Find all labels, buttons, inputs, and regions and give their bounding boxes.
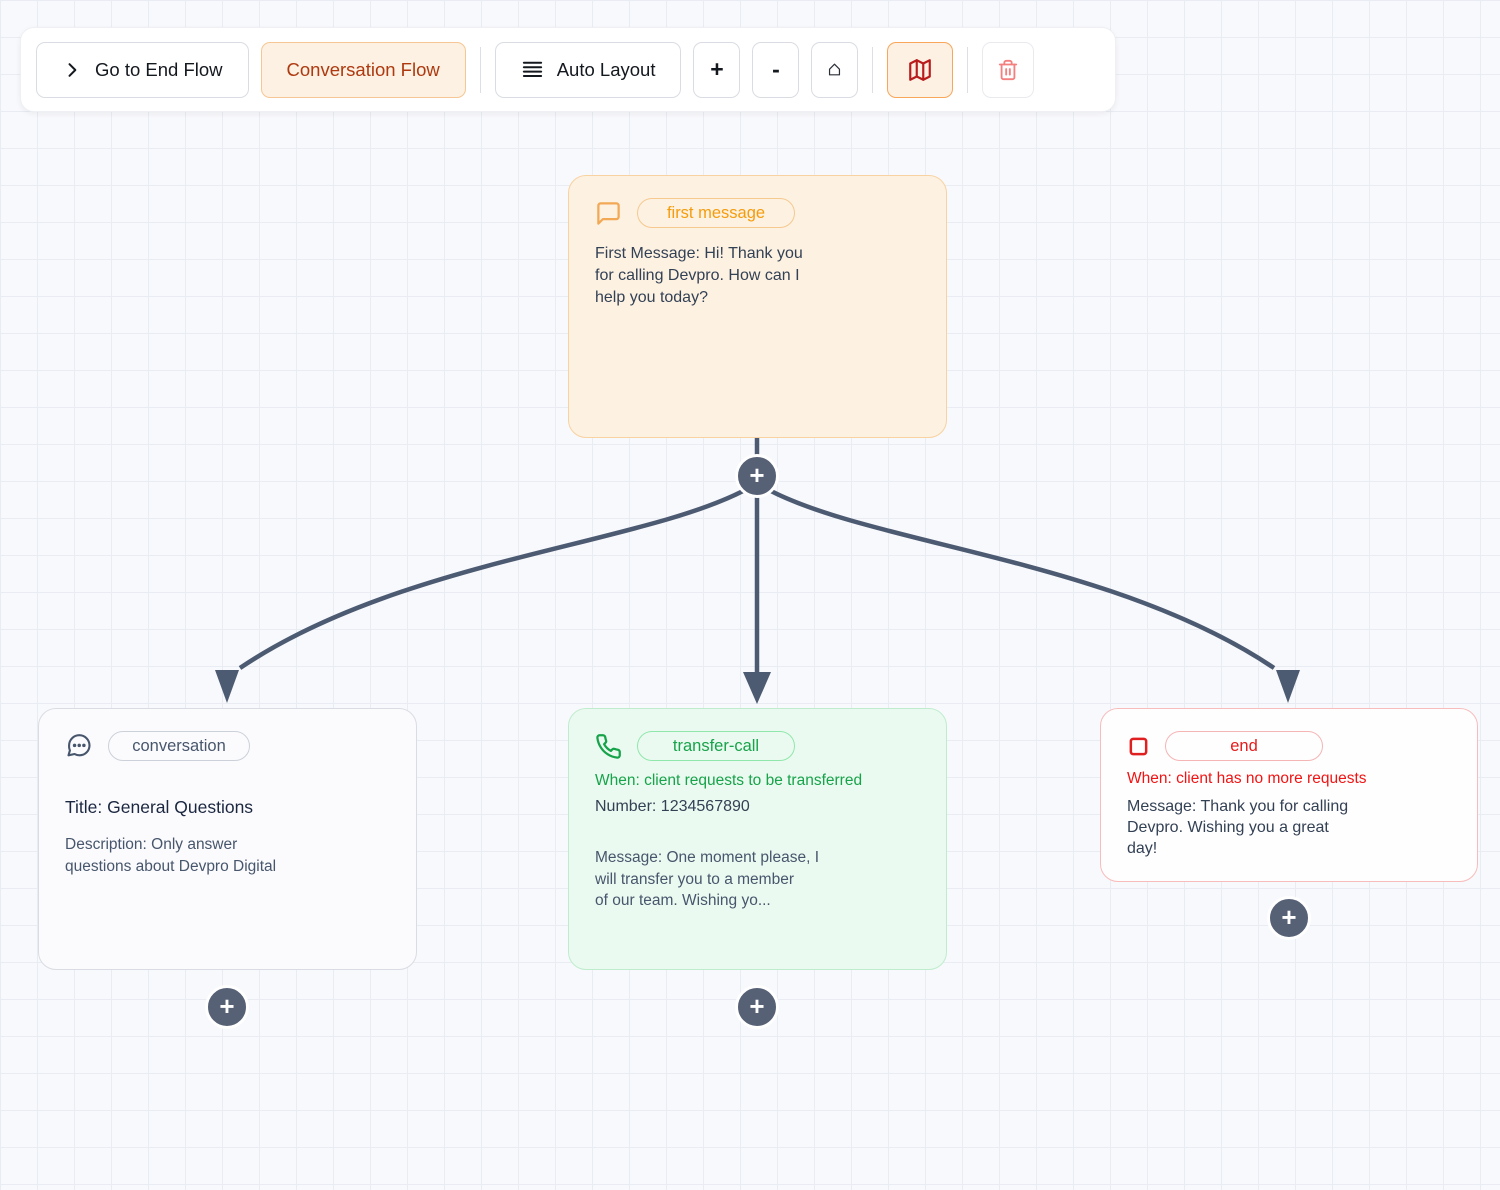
add-node-button[interactable]: + <box>735 454 779 498</box>
node-when-text: When: client has no more requests <box>1127 770 1367 787</box>
zoom-out-label: - <box>772 56 780 82</box>
node-type-badge: transfer-call <box>637 731 795 761</box>
node-transfer-call[interactable]: transfer-call When: client requests to b… <box>568 708 947 970</box>
toolbar-divider <box>872 46 874 93</box>
add-node-button[interactable]: + <box>735 985 779 1029</box>
add-node-button[interactable]: + <box>1267 896 1311 940</box>
menu-lines-icon <box>521 58 544 81</box>
node-number-text: Number: 1234567890 <box>595 798 750 815</box>
zoom-in-label: + <box>710 56 724 82</box>
node-header: transfer-call <box>595 731 920 761</box>
node-body-text: First Message: Hi! Thank you for calling… <box>595 245 803 306</box>
node-type-badge: end <box>1165 731 1323 761</box>
minimap-toggle-button[interactable] <box>887 41 954 98</box>
message-circle-dots-icon <box>65 732 93 760</box>
node-header: conversation <box>65 731 390 761</box>
message-square-icon <box>595 200 622 227</box>
auto-layout-button[interactable]: Auto Layout <box>494 41 682 98</box>
zoom-out-button[interactable]: - <box>752 41 800 98</box>
zoom-in-button[interactable]: + <box>693 41 741 98</box>
stop-square-icon <box>1127 735 1150 758</box>
add-node-label: + <box>749 990 765 1021</box>
node-message-text: Message: Thank you for calling Devpro. W… <box>1127 798 1349 858</box>
node-description: Description: Only answer questions about… <box>65 836 277 875</box>
add-node-label: + <box>219 990 235 1021</box>
node-conversation[interactable]: conversation Title: General Questions De… <box>38 708 417 970</box>
toolbar-divider <box>967 46 969 93</box>
node-first-message[interactable]: first message First Message: Hi! Thank y… <box>568 175 947 438</box>
node-title: Title: General Questions <box>65 797 254 817</box>
toolbar-divider <box>479 46 481 93</box>
conversation-flow-label: Conversation Flow <box>286 58 440 80</box>
phone-icon <box>595 733 622 760</box>
go-to-end-flow-button[interactable]: Go to End Flow <box>36 41 249 98</box>
node-end[interactable]: end When: client has no more requests Me… <box>1100 708 1478 882</box>
trash-icon <box>997 59 1019 81</box>
home-outline-icon <box>826 61 843 78</box>
delete-button[interactable] <box>982 41 1035 98</box>
fit-view-button[interactable] <box>811 41 859 98</box>
toolbar: Go to End Flow Conversation Flow Auto La… <box>20 27 1116 112</box>
chevron-right-icon <box>62 60 82 80</box>
node-header: first message <box>595 198 920 228</box>
go-to-end-flow-label: Go to End Flow <box>95 58 223 80</box>
add-node-label: + <box>1281 901 1297 932</box>
node-type-badge: first message <box>637 198 795 228</box>
add-node-button[interactable]: + <box>205 985 249 1029</box>
node-message-text: Message: One moment please, I will trans… <box>595 849 820 910</box>
node-when-text: When: client requests to be transferred <box>595 772 863 789</box>
add-node-label: + <box>749 459 765 490</box>
node-type-badge: conversation <box>108 731 250 761</box>
node-header: end <box>1127 731 1451 761</box>
auto-layout-label: Auto Layout <box>556 58 656 80</box>
conversation-flow-button[interactable]: Conversation Flow <box>260 41 466 98</box>
map-icon <box>907 57 933 83</box>
